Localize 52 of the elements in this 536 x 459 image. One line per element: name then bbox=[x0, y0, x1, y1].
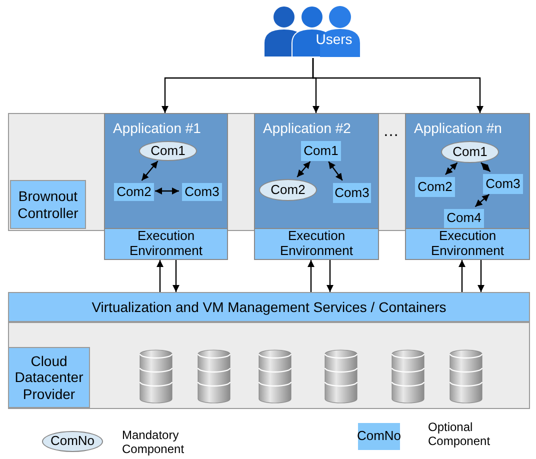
execution-environment-box bbox=[405, 228, 530, 260]
node-label: Execution Environment bbox=[279, 229, 354, 259]
arrow bbox=[296, 161, 311, 178]
application-box bbox=[405, 113, 530, 229]
component-ellipse bbox=[139, 141, 197, 161]
node-label: Com3 bbox=[334, 186, 370, 200]
node-label: Com1 bbox=[150, 144, 186, 158]
node-label: Application #2 bbox=[262, 119, 351, 136]
arrow bbox=[480, 162, 491, 172]
node-label: Com2 bbox=[116, 184, 152, 200]
arrow bbox=[328, 161, 343, 181]
arrow bbox=[141, 160, 158, 181]
arrow bbox=[474, 194, 490, 208]
controller-box bbox=[8, 347, 90, 408]
legend-text: Mandatory Component bbox=[122, 428, 186, 456]
arrow bbox=[478, 260, 484, 292]
arrow bbox=[326, 260, 334, 292]
arrow bbox=[312, 58, 484, 113]
arrow bbox=[445, 162, 458, 175]
legend-text: Optional Component bbox=[428, 420, 492, 448]
node-label: Com1 bbox=[304, 144, 338, 158]
arrow bbox=[458, 260, 466, 292]
users-label: Users bbox=[316, 30, 352, 48]
node-label: Com3 bbox=[486, 176, 520, 192]
arrow bbox=[156, 260, 164, 292]
node-label: Com1 bbox=[452, 144, 488, 160]
execution-environment-box bbox=[104, 228, 228, 260]
node-label: Virtualization and VM Management Services / Containers bbox=[92, 298, 446, 316]
node-label: Application #n bbox=[413, 119, 502, 136]
node-label: ComNo bbox=[356, 429, 402, 444]
arrow bbox=[155, 188, 179, 194]
node-label: Application #1 bbox=[112, 119, 201, 136]
node-label: Com2 bbox=[270, 182, 306, 198]
execution-environment-box bbox=[254, 228, 379, 260]
arrow bbox=[308, 260, 314, 292]
component-ellipse bbox=[259, 179, 317, 201]
application-box bbox=[104, 113, 228, 229]
node-label: Com3 bbox=[184, 184, 220, 200]
virtualization-bar bbox=[8, 292, 530, 322]
component-ellipse bbox=[441, 141, 499, 163]
node-label: ComNo bbox=[50, 434, 95, 449]
node-label: Com4 bbox=[446, 211, 482, 226]
node-label: Brownout Controller bbox=[16, 188, 80, 221]
component-box bbox=[358, 423, 400, 450]
node-label: Com2 bbox=[418, 180, 452, 194]
arrow bbox=[172, 260, 180, 292]
ellipsis-label: … bbox=[383, 123, 399, 141]
controller-box bbox=[10, 180, 86, 229]
node-label: Execution Environment bbox=[430, 229, 505, 259]
application-box bbox=[254, 113, 379, 229]
node-label: Execution Environment bbox=[128, 229, 204, 259]
node-label: Cloud Datacenter Provider bbox=[14, 353, 84, 402]
